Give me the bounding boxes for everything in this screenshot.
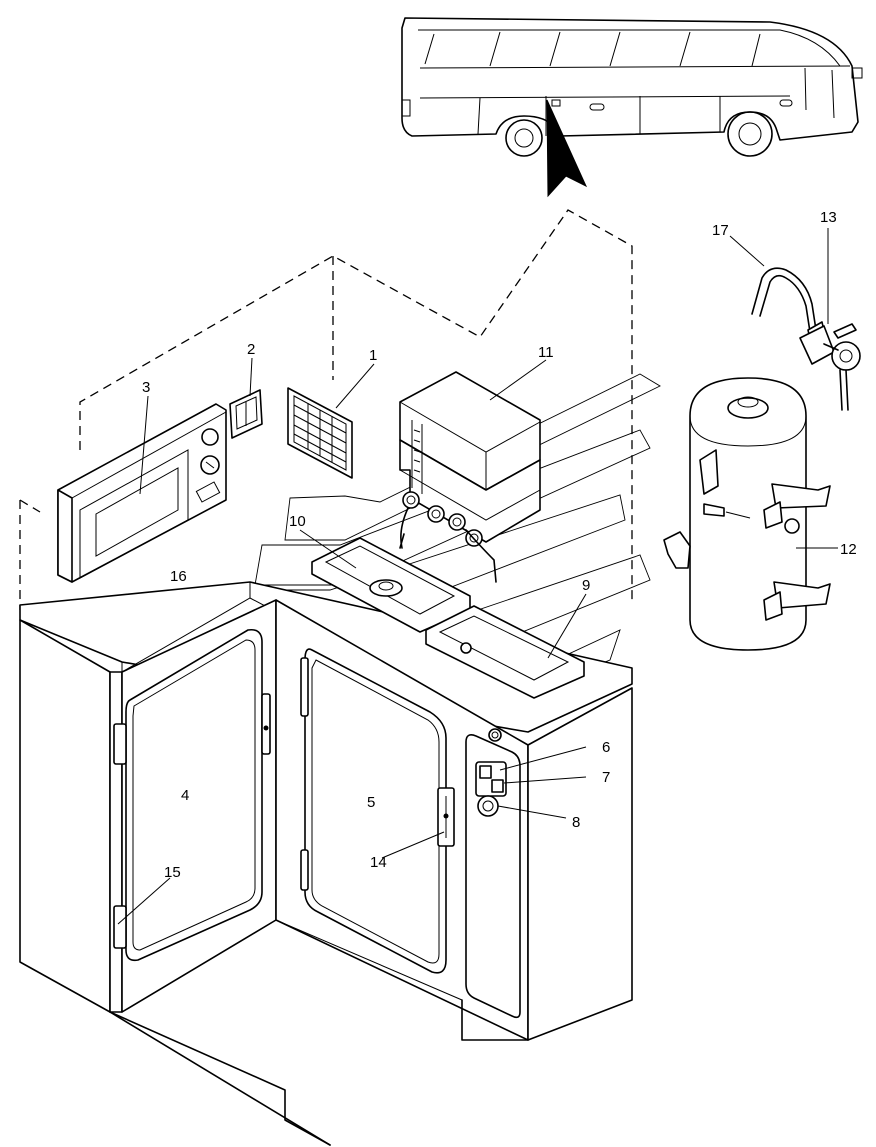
callout-6: 6 xyxy=(602,739,610,756)
right-sink xyxy=(425,605,585,699)
wall-outline xyxy=(19,209,633,610)
callout-5: 5 xyxy=(367,794,375,811)
water-unit xyxy=(399,371,541,543)
callout-14: 14 xyxy=(370,854,387,871)
microwave-oven xyxy=(57,403,227,583)
callout-3: 3 xyxy=(142,379,150,396)
water-unit-connectors xyxy=(400,491,497,583)
callout-10: 10 xyxy=(289,513,306,530)
callout-16: 16 xyxy=(170,568,187,585)
ventilation-grille xyxy=(287,387,353,479)
callout-11: 11 xyxy=(538,344,554,361)
leader-lines xyxy=(117,228,838,925)
control-panel xyxy=(465,728,521,1019)
left-sink xyxy=(311,533,471,633)
callout-1: 1 xyxy=(369,347,377,364)
callout-2: 2 xyxy=(247,341,255,358)
door-lock-14 xyxy=(437,787,455,847)
callout-7: 7 xyxy=(602,769,610,786)
callout-15: 15 xyxy=(164,864,181,881)
callout-labels: 1 2 3 4 5 6 7 8 9 10 11 12 13 14 15 16 1… xyxy=(142,209,857,881)
wall-switch xyxy=(229,389,263,439)
callout-8: 8 xyxy=(572,814,580,831)
bus-locator-illustration xyxy=(401,17,863,198)
left-cabinet-door xyxy=(125,628,263,962)
water-heater-tank xyxy=(663,377,831,651)
left-door-hinges xyxy=(113,693,271,949)
callout-17: 17 xyxy=(712,222,729,239)
callout-4: 4 xyxy=(181,787,189,804)
callout-12: 12 xyxy=(840,541,857,558)
callout-9: 9 xyxy=(582,577,590,594)
valve-fitting xyxy=(799,323,861,411)
right-cabinet-door xyxy=(300,648,447,974)
callout-13: 13 xyxy=(820,209,837,226)
